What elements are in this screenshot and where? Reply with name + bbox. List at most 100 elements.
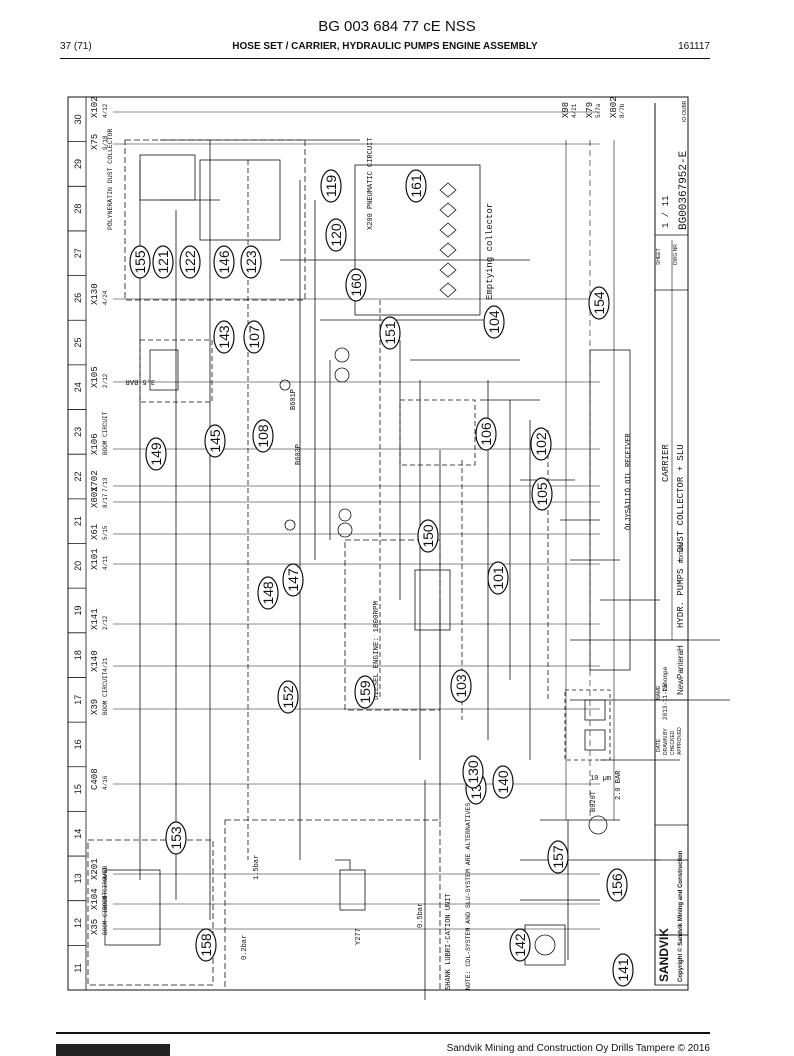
connector-x802: X802: [609, 96, 619, 118]
title-description: HYDR. PUMPS + DUST COLLECTOR + SLU: [676, 444, 686, 628]
column-number-17: 17: [73, 695, 83, 705]
header-row: 37 (71) HOSE SET / CARRIER, HYDRAULIC PU…: [60, 41, 710, 55]
column-number-15: 15: [73, 784, 83, 794]
connector-x201: X201: [90, 858, 100, 880]
callout-number-141: 141: [615, 958, 631, 982]
hydraulic-pump-1: [334, 347, 350, 363]
callout-147: 147: [282, 563, 304, 597]
connector-c408: C408: [90, 768, 100, 790]
callout-143: 143: [213, 320, 235, 354]
callout-ring-103: [450, 669, 472, 703]
pneumatic-valve: [439, 202, 457, 218]
connector-sub-x801: 8/17: [102, 493, 109, 508]
pressure-2-0-bar-label: 2.0 BAR: [615, 770, 623, 800]
callout-number-122: 122: [182, 250, 198, 274]
callout-140: 140: [492, 765, 514, 799]
callout-ring-122: [179, 245, 201, 279]
pneumatic-valve: [439, 222, 457, 238]
column-number-14: 14: [73, 829, 83, 839]
column-number-19: 19: [73, 605, 83, 615]
callout-146: 146: [213, 245, 235, 279]
pressure-switch-b920t: [588, 815, 608, 835]
callout-number-108: 108: [255, 424, 271, 448]
connector-x101: X101: [90, 548, 100, 570]
column-number-29: 29: [73, 159, 83, 169]
callout-ring-141: [612, 953, 634, 987]
callout-102: 102: [530, 427, 552, 461]
connector-x35: X35: [90, 919, 100, 935]
callout-number-151: 151: [382, 321, 398, 345]
dust-collector-box: [124, 139, 306, 301]
callout-number-130: 130: [465, 760, 481, 784]
callout-ring-142: [509, 928, 531, 962]
connector-sub-x802: 8/7b: [619, 103, 626, 118]
lubrication-valve-y277: [339, 869, 366, 911]
pneumatic-valve: [439, 182, 457, 198]
callout-149: 149: [145, 437, 167, 471]
callout-number-120: 120: [328, 223, 344, 247]
connector-x104: X104: [90, 888, 100, 910]
pressure-filter-box: [139, 339, 213, 403]
callout-number-148: 148: [260, 581, 276, 605]
callout-148: 148: [257, 576, 279, 610]
callout-number-160: 160: [348, 273, 364, 297]
connector-sub-x105: 2/12: [102, 373, 109, 388]
pressure-filter-element: [149, 349, 179, 391]
sandvik-wordmark: SANDVIK: [657, 928, 671, 982]
callout-number-159: 159: [357, 680, 373, 704]
filter-micron-label: 10 µm: [590, 775, 611, 783]
engine-sub-box: [414, 569, 451, 631]
connector-x39: X39: [90, 699, 100, 715]
outer-border: [67, 96, 689, 991]
title-carrier: CARRIER: [661, 444, 671, 482]
connector-sub-x75: 9/18: [102, 135, 109, 150]
pressure-0-2-bar-label: 0.2bar: [241, 935, 249, 960]
column-number-30: 30: [73, 114, 83, 124]
title-block: CARRIER HYDR. PUMPS + DUST COLLECTOR + SL…: [654, 100, 690, 986]
callout-number-158: 158: [198, 933, 214, 957]
callout-ring-108: [252, 419, 274, 453]
title-edition-label: EDITION: [679, 542, 685, 563]
callout-107: 107: [243, 320, 265, 354]
callout-number-150: 150: [420, 524, 436, 548]
sandvik-logo-box: [654, 934, 689, 986]
hydraulic-pump-4: [338, 508, 352, 522]
connector-sub-x140: 4/21: [102, 657, 109, 672]
hose-lines: [113, 111, 730, 1000]
connector-sub-x39: BOOM CIRCUIT: [102, 671, 109, 715]
pressure-1-5-bar-label: 1.5bar: [253, 855, 261, 880]
callout-158: 158: [195, 928, 217, 962]
callout-103: 103: [450, 669, 472, 703]
callout-ring-119: [320, 169, 342, 203]
callout-152: 152: [277, 680, 299, 714]
callout-number-143: 143: [216, 325, 232, 349]
column-number-28: 28: [73, 204, 83, 214]
callout-ring-143: [213, 320, 235, 354]
connector-x98: X98: [561, 102, 571, 118]
column-number-24: 24: [73, 382, 83, 392]
connector-x105: X105: [90, 366, 100, 388]
hydraulic-pump-2: [334, 367, 350, 383]
valve-y277-label: Y277: [355, 928, 363, 945]
callout-153: 153: [165, 821, 187, 855]
callout-161: 161: [405, 169, 427, 203]
callout-106: 106: [475, 417, 497, 451]
title-checked-label: CHECKED: [670, 730, 676, 755]
title-drawn-date: 2013-11-25: [662, 684, 669, 720]
connector-sub-x130: 4/24: [102, 290, 109, 305]
callout-number-157: 157: [550, 845, 566, 869]
page-number: 37 (71): [60, 41, 92, 52]
connector-x106: X106: [90, 433, 100, 455]
callout-ring-159: [354, 675, 376, 709]
title-copyright: Copyright © Sandvik Mining and Construct…: [677, 850, 684, 982]
pneumatic-valve: [439, 282, 457, 298]
dust-collector-label: PÖLYNERÄTIN DUST COLLECTOR: [106, 128, 114, 230]
callout-ring-101: [487, 561, 509, 595]
pneumatic-circuit-label: X200 PNEUMATIC CIRCUIT: [367, 138, 375, 230]
title-drawn-name: tahonpe: [662, 666, 669, 692]
callout-number-149: 149: [148, 442, 164, 466]
components: [87, 139, 631, 991]
callout-ring-107: [243, 320, 265, 354]
callout-ring-130: [462, 755, 484, 789]
